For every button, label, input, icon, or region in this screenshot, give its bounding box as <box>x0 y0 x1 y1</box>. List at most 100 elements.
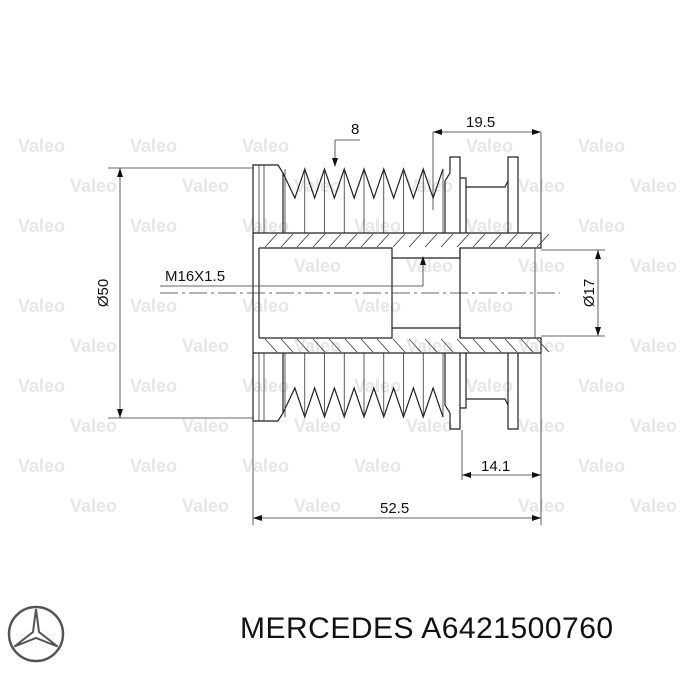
dim-length-hub: 14.1 <box>481 458 510 475</box>
watermark-text: Valeo <box>182 496 229 516</box>
part-caption: MERCEDES A6421500760 <box>240 612 614 646</box>
watermark-text: Valeo <box>18 376 65 396</box>
hatch-line <box>328 233 342 248</box>
arrow-head <box>117 168 123 177</box>
watermark-text: Valeo <box>242 376 289 396</box>
hatch-line <box>504 233 518 248</box>
hatch-line <box>520 233 534 248</box>
watermark-text: Valeo <box>466 376 513 396</box>
hatch-line <box>408 338 422 353</box>
dimension-lines <box>108 129 605 525</box>
watermark-text: Valeo <box>354 216 401 236</box>
watermark-text: Valeo <box>518 256 565 276</box>
watermark-text: Valeo <box>578 136 625 156</box>
watermark-text: Valeo <box>242 136 289 156</box>
watermark-text: Valeo <box>354 296 401 316</box>
arrow-head <box>462 472 471 478</box>
watermark-text: Valeo <box>294 176 341 196</box>
watermark-text: Valeo <box>406 256 453 276</box>
watermark-text: Valeo <box>354 456 401 476</box>
hatch-line <box>488 233 502 248</box>
hatch-line <box>264 233 278 248</box>
arrow-head <box>532 515 541 521</box>
hatch-line <box>360 338 374 353</box>
watermark-text: Valeo <box>518 416 565 436</box>
watermark-text: Valeo <box>130 376 177 396</box>
watermark-text: Valeo <box>130 136 177 156</box>
arrow-head <box>420 256 426 265</box>
watermark-text: Valeo <box>630 256 677 276</box>
watermark-text: Valeo <box>294 336 341 356</box>
hatch-line <box>536 338 550 353</box>
hatch-line <box>520 338 534 353</box>
watermark-text: Valeo <box>130 216 177 236</box>
left-flange <box>252 164 284 293</box>
dim-bore-diameter: Ø17 <box>581 279 598 307</box>
hatch-line <box>344 233 358 248</box>
hatch-line <box>408 233 422 248</box>
dim-total-length: 52.5 <box>380 500 409 517</box>
watermark-text: Valeo <box>294 416 341 436</box>
watermark-text: Valeo <box>70 336 117 356</box>
watermark-text: Valeo <box>578 456 625 476</box>
hatch-line <box>312 338 326 353</box>
arrow-head <box>595 250 601 259</box>
hatch-line <box>472 338 486 353</box>
watermark-text: Valeo <box>406 336 453 356</box>
watermark-text: Valeo <box>242 456 289 476</box>
watermark-text: Valeo <box>630 336 677 356</box>
arrow-head <box>433 129 442 135</box>
hatch-line <box>376 233 390 248</box>
watermark-text: Valeo <box>182 176 229 196</box>
hatch-line <box>296 233 310 248</box>
hatch-line <box>264 338 278 353</box>
right-flange <box>507 353 519 430</box>
hatch-line <box>488 338 502 353</box>
hatch-line <box>328 338 342 353</box>
watermark-text: Valeo <box>406 416 453 436</box>
watermark-text: Valeo <box>466 136 513 156</box>
part-number: A6421500760 <box>421 612 614 645</box>
hatch-line <box>424 338 438 353</box>
arrow-head <box>595 327 601 336</box>
watermark-text: Valeo <box>466 296 513 316</box>
watermark-text: Valeo <box>578 216 625 236</box>
hatch-line <box>456 233 470 248</box>
watermark-text: Valeo <box>182 416 229 436</box>
dim-thread: M16X1.5 <box>165 268 225 285</box>
hatch-line <box>376 338 390 353</box>
watermark-text: Valeo <box>578 376 625 396</box>
hatch-line <box>280 233 294 248</box>
hatch-line <box>504 338 518 353</box>
watermark-text: Valeo <box>130 296 177 316</box>
watermark-text: Valeo <box>294 496 341 516</box>
mercedes-star-logo <box>7 605 65 663</box>
hatch-line <box>344 338 358 353</box>
arrow-head <box>117 409 123 418</box>
watermark-text: Valeo <box>130 456 177 476</box>
hatch-line <box>296 338 310 353</box>
hatch-line <box>392 338 406 353</box>
arrow-head <box>532 129 541 135</box>
watermark-text: Valeo <box>242 296 289 316</box>
watermark-text: Valeo <box>630 496 677 516</box>
watermark-text: Valeo <box>70 496 117 516</box>
watermark-text: Valeo <box>18 216 65 236</box>
arrow-head <box>253 515 262 521</box>
left-flange <box>252 293 284 422</box>
watermark-text: Valeo <box>354 376 401 396</box>
brand-name: MERCEDES <box>240 612 415 645</box>
hatch-line <box>280 338 294 353</box>
watermark-text: Valeo <box>18 456 65 476</box>
watermark-text: Valeo <box>18 296 65 316</box>
right-flange <box>507 156 519 233</box>
hatch-line <box>456 338 470 353</box>
dim-groove-count: 8 <box>351 121 359 138</box>
pulley-section <box>160 156 560 430</box>
hatch-line <box>360 233 374 248</box>
watermark-text: Valeo <box>518 176 565 196</box>
hatch-line <box>440 338 454 353</box>
watermark-text: Valeo <box>518 496 565 516</box>
